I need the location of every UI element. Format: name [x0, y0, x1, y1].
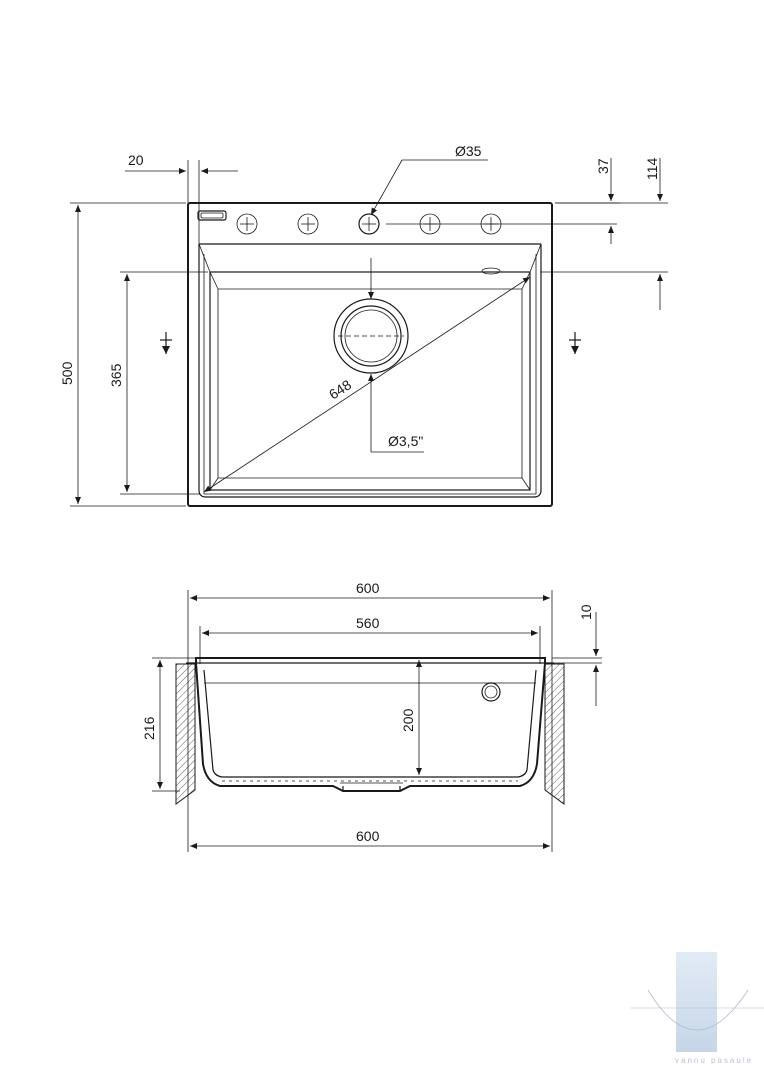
- bowl-width-dim: 560: [356, 615, 380, 631]
- bowl-outer: [198, 244, 542, 498]
- diagonal-dim-line: [203, 276, 531, 493]
- sink-rim: [195, 657, 546, 663]
- overflow-hole-icon: [481, 682, 501, 702]
- deck-depth-dim: 114: [644, 157, 660, 180]
- overflow-outlet-icon: [481, 267, 501, 275]
- tap-hole-dim: Ø35: [455, 143, 482, 159]
- wall-dim: 20: [128, 152, 144, 168]
- bowl-body-inner: [203, 669, 537, 778]
- watermark-text: vannu pasaule: [675, 1056, 753, 1065]
- tap-hole-icon: [236, 213, 258, 235]
- section-view: 600 560 200 216: [141, 580, 602, 852]
- countertop-left: [175, 663, 196, 805]
- tap-hole-icon: [358, 213, 380, 235]
- drain-icon: [333, 298, 409, 374]
- top-width-dim: 600: [356, 580, 380, 596]
- height-dim: 216: [141, 716, 157, 740]
- countertop-right: [544, 663, 565, 805]
- section-marker-right: [569, 332, 581, 354]
- watermark-logo: vannu pasaule: [630, 952, 764, 1065]
- tap-hole-icon: [297, 213, 319, 235]
- bottom-width-dim: 600: [356, 828, 380, 844]
- bowl-bottom: [217, 288, 523, 479]
- bowl-inner: [209, 271, 531, 491]
- diagonal-dim: 648: [326, 376, 354, 402]
- drain-dim: Ø3,5": [388, 433, 423, 449]
- top-view: 648 Ø3,5" Ø35 20 37 114 500: [59, 143, 668, 507]
- bowl-height-dim: 200: [400, 708, 416, 732]
- total-depth-dim: 500: [59, 361, 75, 385]
- bowl-depth-dim: 365: [108, 363, 124, 387]
- tap-offset-dim: 37: [595, 158, 611, 174]
- overflow-icon: [197, 210, 227, 221]
- section-marker-left: [160, 332, 172, 354]
- bowl-body-outer: [195, 662, 546, 792]
- sink-outline: [187, 202, 553, 507]
- rim-dim: 10: [578, 604, 594, 620]
- tap-holes: [236, 213, 502, 235]
